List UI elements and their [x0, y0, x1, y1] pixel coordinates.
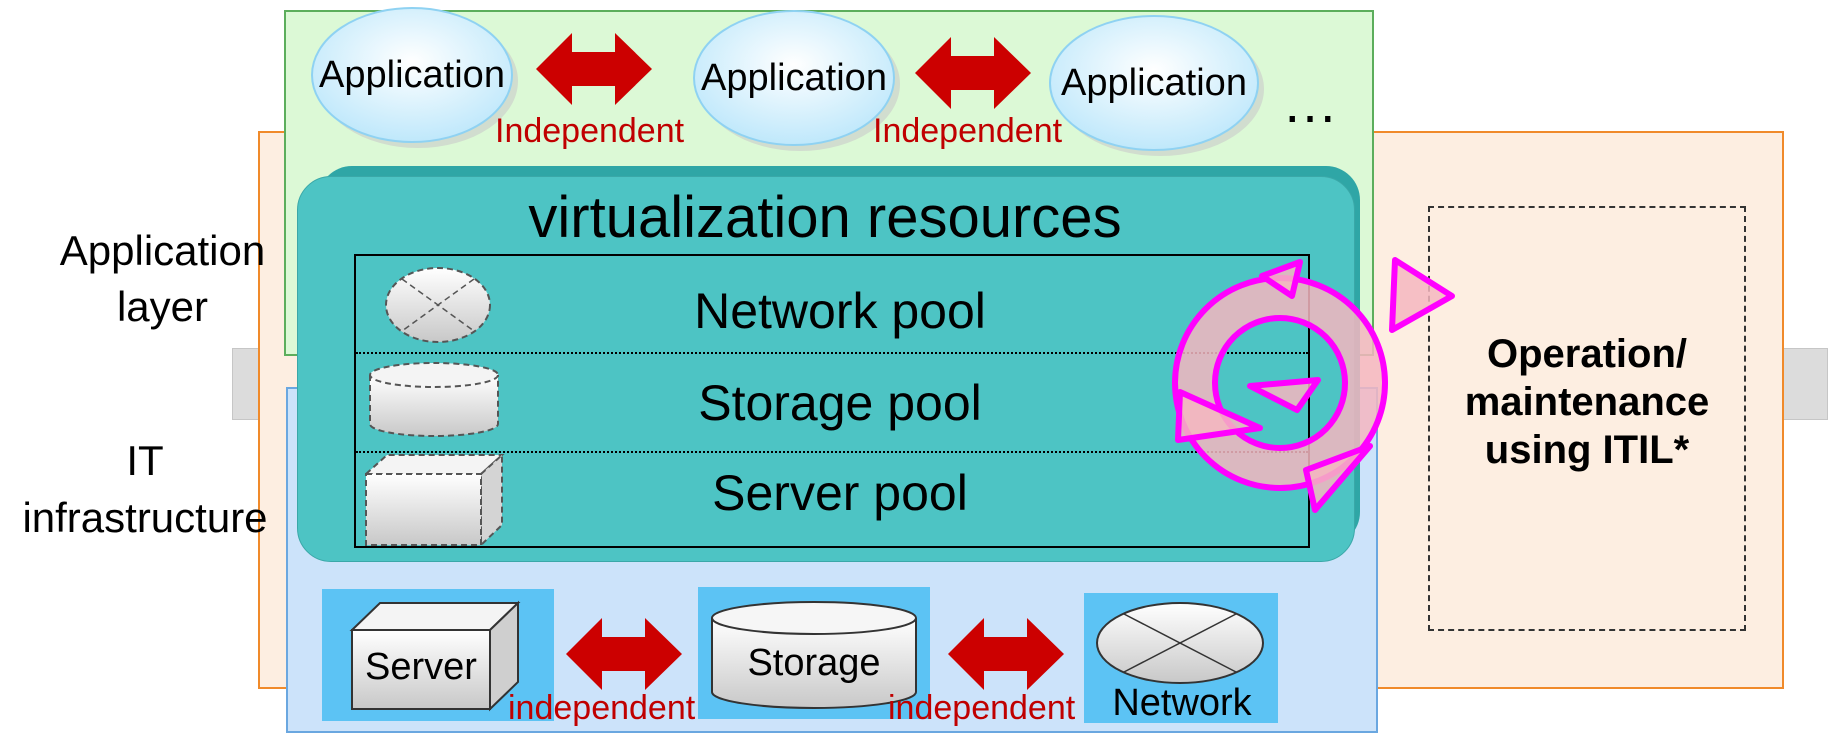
application-label-3: Application [1061, 62, 1247, 104]
double-arrow-icon [915, 37, 1031, 109]
pool-divider [356, 352, 1308, 354]
infra-independent-label-2: independent [888, 689, 1076, 727]
operation-line2: maintenance [1464, 380, 1710, 424]
it-infrastructure-label: IT infrastructure [0, 432, 290, 546]
virtualization-title: virtualization resources [528, 185, 1122, 250]
server-label: Server [365, 646, 477, 688]
application-ellipse-1 [311, 7, 518, 148]
server-device-icon [349, 600, 521, 712]
network-pool-label: Network pool [694, 283, 986, 339]
storage-pool-label: Storage pool [698, 375, 982, 431]
server-pool-label: Server pool [712, 465, 968, 521]
application-ellipse-2 [693, 10, 900, 151]
it-infrastructure-line1: IT [126, 437, 164, 484]
network-device-icon [1096, 602, 1264, 684]
application-layer-label: Application layer [30, 223, 295, 335]
operation-line3: using ITIL* [1484, 428, 1690, 472]
double-arrow-icon [566, 618, 682, 690]
app-independent-label-2: Independent [873, 112, 1063, 150]
cycle-arrows-icon [1172, 257, 1455, 513]
server-pool-icon [363, 452, 505, 548]
storage-label: Storage [747, 642, 881, 684]
operations-dashed-box [1428, 206, 1746, 631]
storage-pool-icon [369, 362, 499, 437]
infra-independent-label-1: independent [508, 689, 696, 727]
app-independent-label-1: Independent [495, 112, 685, 150]
application-layer-line2: layer [116, 283, 209, 330]
pool-divider [356, 451, 1308, 453]
double-arrow-icon [536, 33, 652, 105]
application-label-1: Application [319, 54, 505, 96]
network-label: Network [1112, 682, 1252, 724]
network-pool-icon [385, 267, 491, 343]
application-label-2: Application [701, 57, 887, 99]
ellipsis-label: … [1282, 71, 1342, 134]
operation-label: Operation/ maintenance using ITIL* [1422, 330, 1752, 474]
double-arrow-icon [948, 618, 1064, 690]
storage-device-icon [711, 601, 917, 709]
application-ellipse-3 [1049, 15, 1264, 156]
application-layer-line1: Application [59, 227, 266, 274]
pool-table [354, 254, 1310, 548]
it-infrastructure-line2: infrastructure [22, 494, 268, 541]
operation-line1: Operation/ [1486, 332, 1688, 376]
